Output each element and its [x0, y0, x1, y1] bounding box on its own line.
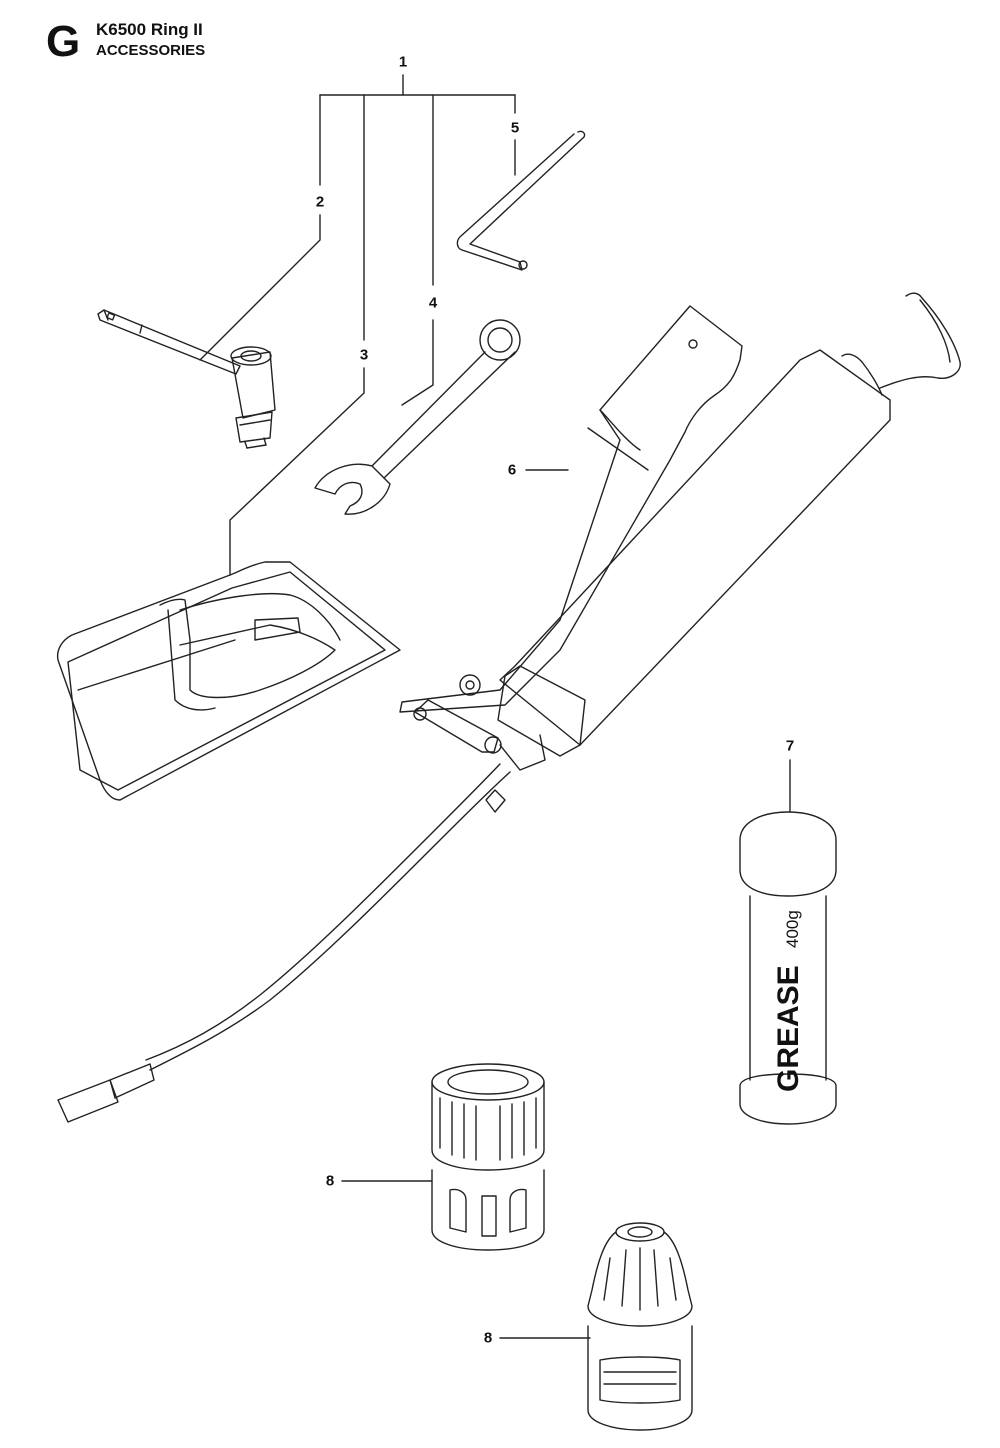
grease-gun	[57, 292, 961, 1123]
callout-7: 7	[785, 737, 795, 755]
hex-key	[456, 130, 586, 271]
grease-cartridge	[739, 811, 837, 1125]
callout-8-top: 8	[325, 1172, 335, 1190]
grease-weight: 400g	[783, 910, 802, 948]
t-socket-wrench	[97, 309, 276, 449]
callout-5: 5	[510, 119, 520, 137]
callout-4: 4	[428, 294, 438, 312]
hose-coupling-2	[587, 1222, 693, 1431]
callout-6: 6	[507, 461, 517, 479]
tool-pouch	[56, 561, 401, 801]
callout-8-bottom: 8	[483, 1329, 493, 1347]
hose-coupling-1	[431, 1063, 545, 1251]
leader-lines	[199, 74, 791, 1339]
model-title: K6500 Ring II	[96, 20, 203, 39]
callout-2: 2	[315, 193, 325, 211]
combination-wrench	[314, 319, 521, 515]
section-name: ACCESSORIES	[96, 42, 206, 59]
callout-3: 3	[359, 346, 369, 364]
callout-1: 1	[398, 53, 408, 71]
section-letter: G	[46, 17, 81, 66]
grease-label: GREASE	[772, 965, 805, 1092]
